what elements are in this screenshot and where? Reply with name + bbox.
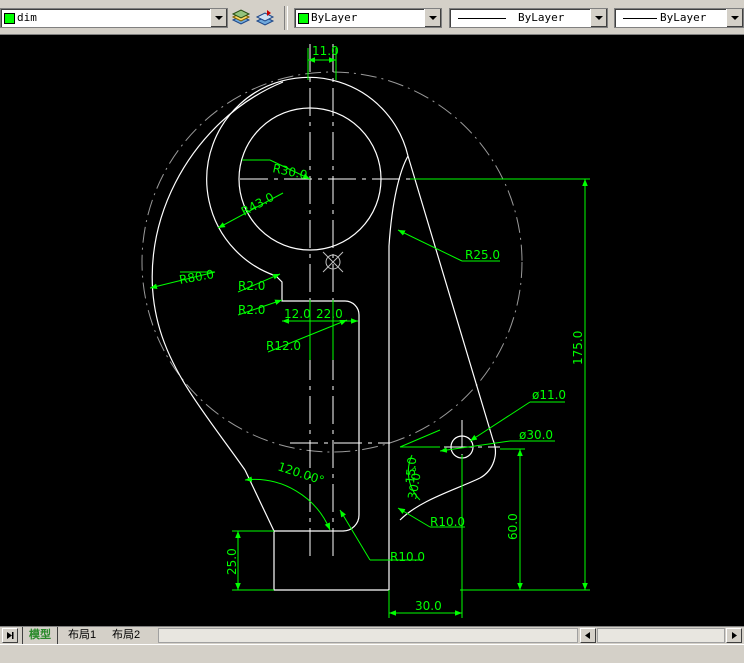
dim-r43: R43.0 (239, 190, 277, 219)
dim-r10-right: R10.0 (430, 515, 465, 529)
dim-r12: R12.0 (266, 339, 301, 353)
tab-layout1[interactable]: 布局1 (68, 629, 97, 641)
dim-phi11: ø11.0 (532, 388, 566, 402)
tab-model[interactable]: 模型 (22, 627, 58, 644)
dim-22: 22.0 (316, 307, 343, 321)
dim-120deg: 120.00° (276, 460, 326, 488)
layer-combo[interactable]: dim (0, 8, 228, 28)
color-combo[interactable]: ByLayer (294, 8, 442, 28)
layer-combo-value: dim (17, 11, 37, 24)
layer-previous-icon[interactable] (255, 8, 275, 28)
linetype-preview (458, 18, 506, 19)
construction-circle (141, 71, 523, 453)
scroll-right-button[interactable] (726, 628, 742, 643)
properties-toolbar: dim ByLayer ByLayer ByLayer (0, 0, 744, 35)
cad-drawing: 11.0 R30.0 R43.0 R80.0 R2.0 R2.0 12.0 22… (141, 44, 590, 618)
lineweight-combo-dropdown[interactable] (726, 9, 743, 27)
center-marker (322, 251, 344, 273)
dim-phi30: ø30.0 (519, 428, 553, 442)
color-combo-value: ByLayer (311, 11, 358, 24)
scroll-left-button[interactable] (580, 628, 596, 643)
lineweight-combo[interactable]: ByLayer (614, 8, 744, 28)
inner-circle (238, 107, 382, 251)
lineweight-combo-value: ByLayer (660, 11, 707, 24)
drawing-canvas[interactable]: 11.0 R30.0 R43.0 R80.0 R2.0 R2.0 12.0 22… (0, 34, 744, 626)
dim-12: 12.0 (284, 307, 311, 321)
dim-25: 25.0 (225, 548, 239, 575)
dimension-lines (149, 48, 590, 618)
command-area-strip (0, 644, 744, 663)
part-outline (151, 76, 496, 591)
dim-r80: R80.0 (178, 267, 215, 287)
dim-175: 175.0 (571, 331, 585, 365)
dim-15: 15.0 (403, 456, 419, 484)
center-lines (240, 44, 500, 560)
r80-arc (151, 81, 284, 471)
tab-nav-button[interactable] (2, 628, 18, 643)
dim-r2-bottom: R2.0 (238, 303, 265, 317)
horizontal-scrollbar-right[interactable] (597, 628, 725, 643)
outer-ring-arc (206, 76, 409, 277)
layout-tab-bar: 模型 布局1 布局2 (0, 626, 744, 645)
dim-30: 30.0 (415, 599, 442, 613)
dim-r10-bottom: R10.0 (390, 550, 425, 564)
tab-layout2[interactable]: 布局2 (112, 629, 141, 641)
layer-color-swatch (4, 13, 15, 24)
horizontal-scrollbar-track[interactable] (158, 628, 578, 643)
lineweight-preview (623, 18, 657, 19)
dim-30deg: 30.0° (405, 466, 424, 501)
dim-r25: R25.0 (465, 248, 500, 262)
dimension-texts: 11.0 R30.0 R43.0 R80.0 R2.0 R2.0 12.0 22… (178, 44, 585, 613)
make-object-layer-current-icon[interactable] (231, 8, 251, 28)
dim-r2-top: R2.0 (238, 279, 265, 293)
layer-combo-dropdown[interactable] (210, 9, 227, 27)
linetype-combo-dropdown[interactable] (590, 9, 607, 27)
color-combo-dropdown[interactable] (424, 9, 441, 27)
linetype-combo[interactable]: ByLayer (449, 8, 608, 28)
color-swatch (298, 13, 309, 24)
linetype-combo-value: ByLayer (518, 11, 565, 24)
dim-60: 60.0 (506, 513, 520, 540)
dim-11: 11.0 (312, 44, 339, 58)
toolbar-separator (284, 6, 288, 30)
